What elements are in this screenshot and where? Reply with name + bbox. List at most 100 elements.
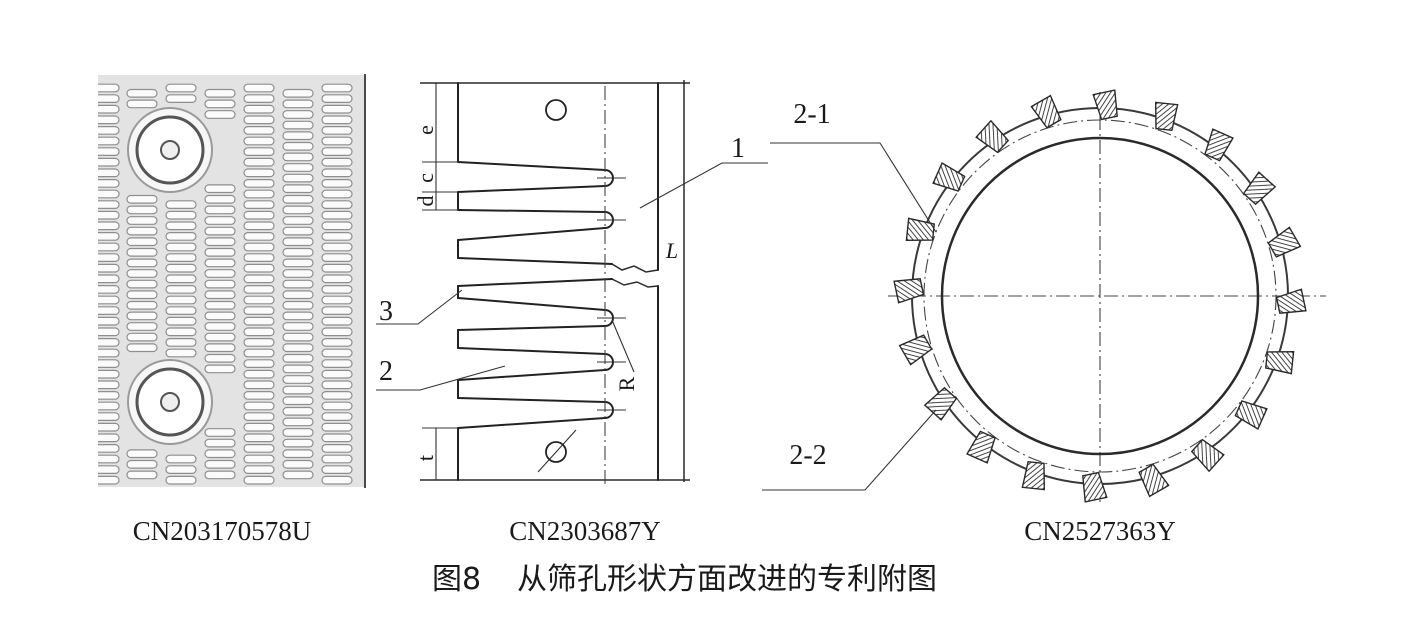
screen-hole (98, 274, 120, 284)
screen-hole (126, 343, 158, 353)
screen-hole (321, 200, 353, 210)
screen-hole (321, 253, 353, 263)
screen-hole (98, 232, 120, 241)
screen-hole (321, 179, 353, 188)
screen-hole (98, 200, 120, 209)
screen-hole (282, 396, 314, 406)
screen-hole (98, 157, 120, 167)
screen-hole (98, 444, 120, 453)
screen-hole (243, 348, 275, 358)
figure-title: 从筛孔形状方面改进的专利附图 (517, 562, 937, 597)
screen-hole (98, 359, 120, 368)
hatched-tooth (932, 162, 966, 192)
bolt-hole-leader (537, 429, 577, 473)
bolt-hole-upper (545, 99, 567, 121)
dimension-lines-left (422, 83, 458, 480)
screen-hole (282, 131, 314, 141)
callout-label-1: 1 (731, 133, 745, 164)
caption-middle-patent-number: CN2303687Y (509, 516, 661, 546)
screen-hole (98, 380, 120, 390)
screen-hole (98, 327, 120, 337)
screen-hole (204, 311, 236, 321)
hatched-tooth (905, 217, 936, 241)
screen-hole (165, 316, 197, 326)
screen-hole (98, 253, 120, 262)
screen-hole (321, 433, 353, 443)
screen-hole (165, 253, 197, 263)
screen-hole (243, 147, 275, 157)
screen-hole (126, 279, 158, 289)
dimension-label-c: c (413, 173, 438, 183)
screen-hole (204, 343, 236, 353)
callout-leader-3 (376, 289, 463, 325)
screen-hole (321, 263, 353, 273)
screen-hole (98, 316, 120, 326)
screen-hole (321, 306, 353, 315)
screen-hole (98, 306, 120, 315)
screen-hole (282, 269, 314, 278)
screen-hole (282, 110, 314, 119)
screen-hole (321, 83, 353, 93)
screen-hole (165, 94, 197, 104)
screen-hole (243, 242, 275, 252)
panel-slotted-plate: e c d t R L 1 3 2 CN2303687Y (376, 80, 768, 546)
screen-hole (243, 327, 275, 337)
hatched-tooth (1190, 438, 1225, 473)
hatched-tooth (1275, 288, 1307, 314)
screen-hole (243, 200, 275, 210)
screen-hole (282, 385, 314, 395)
screen-hole (243, 465, 275, 474)
screen-hole (321, 189, 353, 199)
screen-hole (98, 422, 120, 432)
screen-hole (98, 348, 120, 358)
hatched-tooth (1267, 226, 1302, 258)
screen-hole (282, 300, 314, 310)
screen-hole (126, 88, 158, 98)
dimension-label-d: d (413, 196, 438, 207)
screen-hole (126, 269, 158, 278)
screen-hole (282, 428, 314, 437)
screen-hole (321, 295, 353, 305)
hatched-tooth (1082, 471, 1108, 503)
screen-hole (98, 454, 120, 464)
screen-hole (321, 401, 353, 411)
screen-hole (165, 221, 197, 231)
screen-hole (282, 406, 314, 416)
screen-hole (126, 237, 158, 247)
screen-hole (321, 327, 353, 337)
screen-hole (243, 316, 275, 326)
screen-hole (243, 475, 275, 485)
screen-hole (204, 258, 236, 268)
screen-hole (321, 338, 353, 347)
screen-hole (321, 369, 353, 379)
hatched-teeth (893, 89, 1307, 503)
screen-hole (165, 306, 197, 315)
screen-hole (321, 380, 353, 390)
screen-hole (243, 433, 275, 443)
screen-hole (165, 327, 197, 337)
screen-hole (204, 438, 236, 448)
screen-hole (243, 232, 275, 241)
screen-hole (321, 465, 353, 474)
screen-hole (165, 83, 197, 93)
screen-hole (321, 115, 353, 125)
screen-hole (126, 459, 158, 469)
screen-hole (126, 216, 158, 225)
screen-hole (204, 247, 236, 257)
screen-hole (204, 184, 236, 194)
screen-hole (126, 322, 158, 331)
screen-hole (126, 99, 158, 109)
screen-hole (321, 285, 353, 294)
screen-hole (126, 311, 158, 321)
screen-hole (282, 184, 314, 194)
screen-hole (98, 94, 120, 103)
callout-leader-2 (376, 365, 506, 391)
screen-hole (321, 221, 353, 231)
screen-hole (282, 141, 314, 151)
slot-6 (457, 397, 614, 429)
screen-hole (126, 194, 158, 204)
radius-leader (611, 319, 635, 373)
screen-hole (321, 94, 353, 104)
screen-hole (165, 475, 197, 485)
screen-hole (243, 391, 275, 400)
